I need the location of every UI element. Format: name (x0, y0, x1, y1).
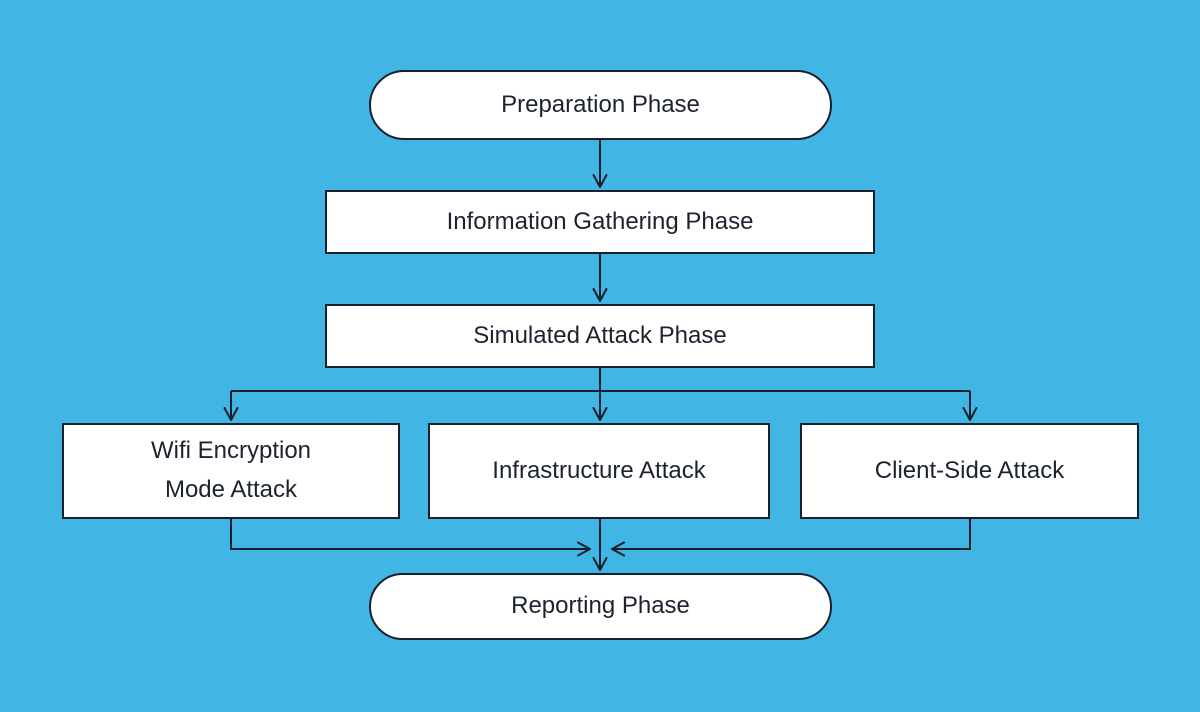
node-client-side-attack: Client-Side Attack (800, 423, 1139, 519)
node-wifi-encryption-mode-attack: Wifi Encryption Mode Attack (62, 423, 400, 519)
node-simulated-attack-phase: Simulated Attack Phase (325, 304, 875, 368)
edge-client-side-to-reporting (611, 519, 971, 557)
edge-wifi-to-reporting (230, 519, 591, 557)
edge-simulated-to-branch-bus (231, 368, 970, 392)
node-infrastructure-attack: Infrastructure Attack (428, 423, 770, 519)
node-information-gathering-phase: Information Gathering Phase (325, 190, 875, 254)
node-preparation-phase: Preparation Phase (369, 70, 832, 140)
node-reporting-phase: Reporting Phase (369, 573, 832, 640)
